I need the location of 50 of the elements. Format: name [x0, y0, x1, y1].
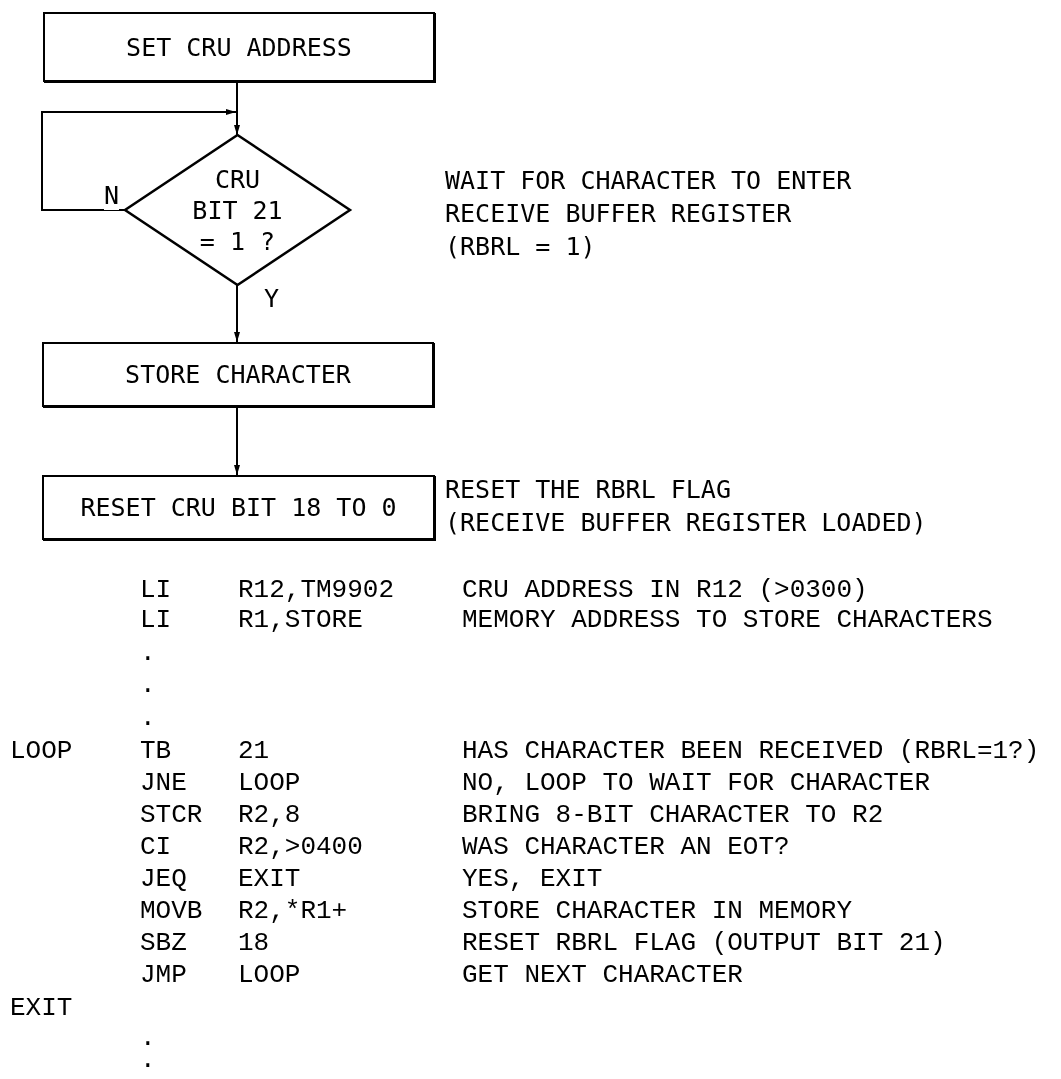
- code-opcode: STCR: [140, 800, 203, 830]
- box-text: RESET CRU BIT 18 TO 0: [80, 492, 397, 524]
- code-comment: CRU ADDRESS IN R12 (>0300): [462, 575, 868, 605]
- code-operand: R2,>0400: [238, 832, 363, 862]
- process-box: [43, 12, 435, 82]
- code-opcode: .: [140, 638, 156, 668]
- code-comment: HAS CHARACTER BEEN RECEIVED (RBRL=1?): [462, 736, 1040, 766]
- code-operand: LOOP: [238, 960, 301, 990]
- note-text: (RBRL = 1): [445, 231, 597, 263]
- code-opcode: SBZ: [140, 928, 187, 958]
- code-comment: RESET RBRL FLAG (OUTPUT BIT 21): [462, 928, 946, 958]
- code-opcode: TB: [140, 736, 172, 766]
- code-opcode: MOVB: [140, 896, 203, 926]
- box-text: STORE CHARACTER: [125, 359, 351, 391]
- code-opcode: LI: [140, 605, 172, 635]
- code-opcode: JMP: [140, 960, 187, 990]
- code-comment: GET NEXT CHARACTER: [462, 960, 743, 990]
- code-operand: R1,STORE: [238, 605, 363, 635]
- process-box: [42, 475, 435, 540]
- code-opcode: .: [140, 670, 156, 700]
- decision-text: CRU BIT 21 = 1 ?: [191, 163, 284, 257]
- code-opcode: LI: [140, 575, 172, 605]
- note-text: (RECEIVE BUFFER REGISTER LOADED): [445, 507, 928, 539]
- code-comment: MEMORY ADDRESS TO STORE CHARACTERS: [462, 605, 993, 635]
- code-label: LOOP: [10, 736, 73, 766]
- code-opcode: JEQ: [140, 864, 187, 894]
- code-label: EXIT: [10, 993, 73, 1023]
- box-text: SET CRU ADDRESS: [126, 31, 352, 64]
- code-operand: 18: [238, 928, 270, 958]
- process-box: [42, 342, 434, 407]
- note-text: WAIT FOR CHARACTER TO ENTER RECEIVE BUFFER REGISTER: [445, 165, 853, 230]
- code-opcode: JNE: [140, 768, 187, 798]
- flow-arrow: [234, 81, 240, 136]
- code-comment: YES, EXIT: [462, 864, 603, 894]
- code-comment: WAS CHARACTER AN EOT?: [462, 832, 790, 862]
- code-operand: LOOP: [238, 768, 301, 798]
- code-comment: NO, LOOP TO WAIT FOR CHARACTER: [462, 768, 931, 798]
- code-operand: R12,TM9902: [238, 575, 395, 605]
- code-operand: EXIT: [238, 864, 301, 894]
- flow-arrow: [234, 284, 240, 343]
- code-operand: R2,*R1+: [238, 896, 348, 926]
- code-operand: 21: [238, 736, 270, 766]
- flow-arrow: [234, 406, 240, 476]
- flow-arrow: [41, 109, 237, 211]
- code-opcode: .: [140, 703, 156, 733]
- note-text: RESET THE RBRL FLAG: [445, 474, 732, 506]
- code-comment: STORE CHARACTER IN MEMORY: [462, 896, 853, 926]
- code-opcode: CI: [140, 832, 172, 862]
- code-operand: R2,8: [238, 800, 301, 830]
- code-comment: BRING 8-BIT CHARACTER TO R2: [462, 800, 884, 830]
